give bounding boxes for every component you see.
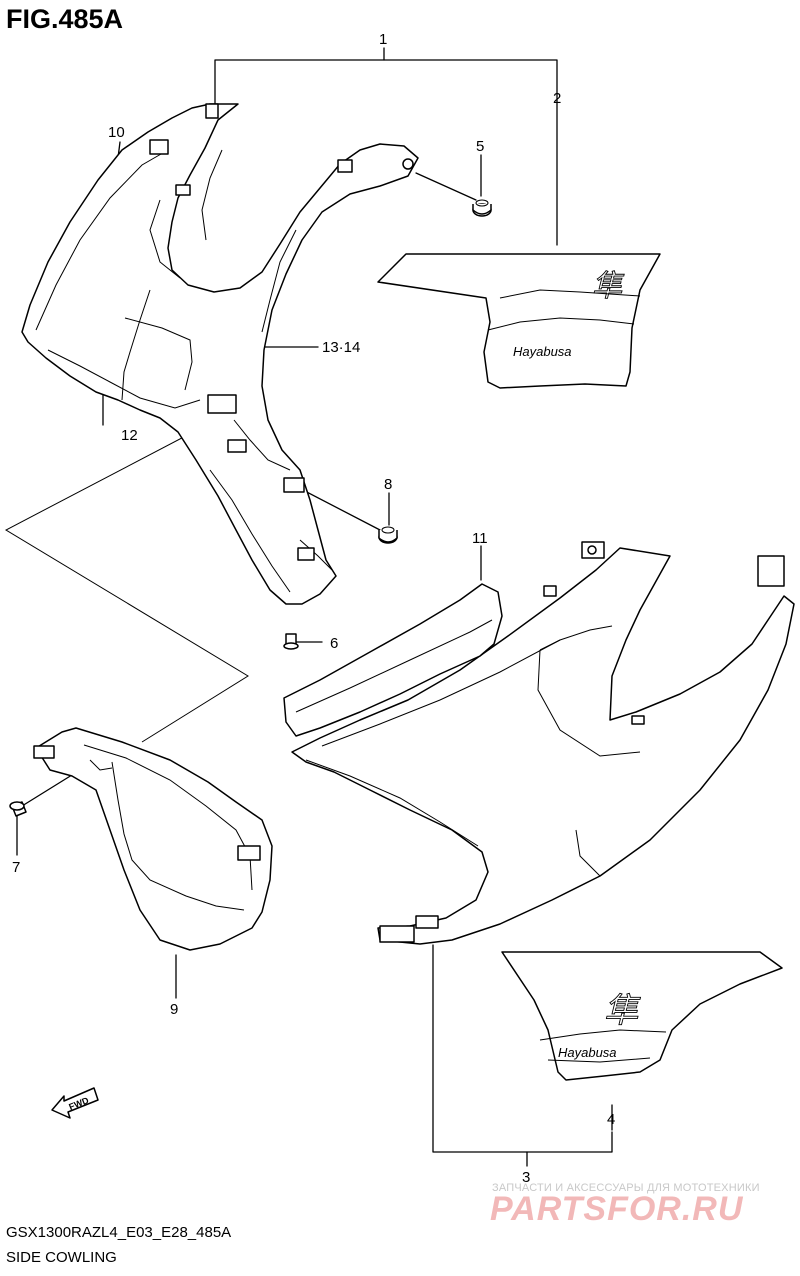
watermark-logo: PARTSFOR.RU [490, 1190, 744, 1228]
section-name: SIDE COWLING [6, 1249, 117, 1266]
callout-5: 5 [476, 138, 484, 155]
callout-13-14: 13·14 [322, 339, 360, 356]
callout-11: 11 [472, 530, 488, 547]
callout-10: 10 [108, 124, 125, 141]
callout-8: 8 [384, 476, 392, 493]
svg-text:隼: 隼 [592, 270, 625, 303]
inner-cowl-10 [21, 103, 419, 605]
fastener-7 [9, 801, 27, 817]
grommet-8 [378, 526, 398, 544]
callout-4: 4 [607, 1111, 615, 1128]
lower-panel-9 [33, 727, 273, 951]
callout-3: 3 [522, 1169, 530, 1186]
duct-11 [283, 583, 503, 737]
callout-2: 2 [553, 90, 561, 107]
side-cowling-assembly [283, 541, 795, 945]
decal-4: 隼 Hayabusa [501, 951, 783, 1081]
watermark-tagline: ЗАПЧАСТИ И АКСЕССУАРЫ ДЛЯ МОТОТЕХНИКИ [492, 1182, 760, 1194]
side-cowling-main [291, 547, 795, 945]
decal-2: 隼 Hayabusa [377, 253, 661, 389]
decal-4-text: Hayabusa [558, 1045, 617, 1060]
callout-7: 7 [12, 859, 20, 876]
callout-1: 1 [379, 31, 387, 48]
callout-12: 12 [121, 427, 138, 444]
grommet-5 [472, 199, 492, 217]
inner-cowling-assembly [21, 103, 419, 605]
svg-text:隼: 隼 [604, 992, 641, 1030]
decal-2-text: Hayabusa [513, 344, 572, 359]
fastener-6 [283, 633, 299, 650]
callouts: 1 2 3 4 5 6 7 8 9 10 11 12 13·14 [12, 31, 615, 1186]
callout-9: 9 [170, 1001, 178, 1018]
model-code: GSX1300RAZL4_E03_E28_485A [6, 1224, 232, 1241]
fwd-direction-icon: FWD [51, 1087, 99, 1119]
callout-6: 6 [330, 635, 338, 652]
figure-title: FIG.485A [6, 4, 124, 34]
